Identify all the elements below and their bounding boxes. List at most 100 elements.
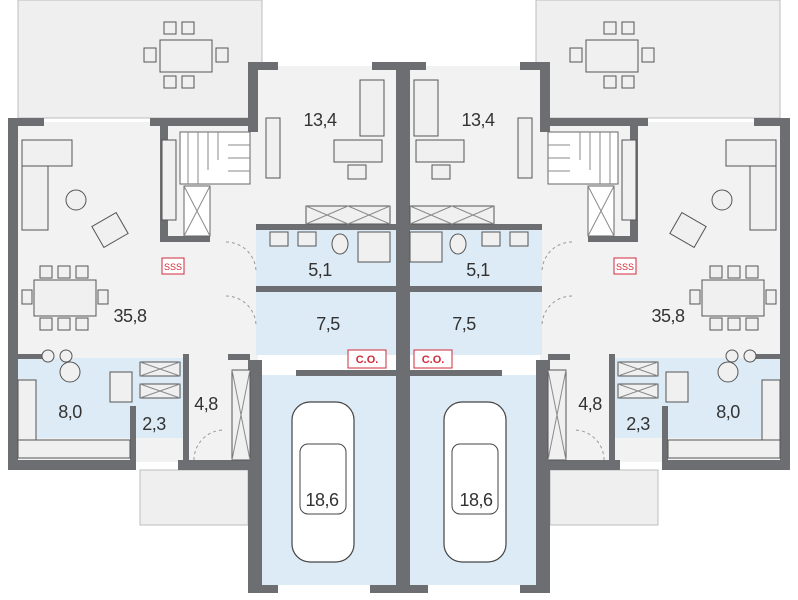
right-dining-set (689, 265, 777, 331)
left-kitchen-wall-n (18, 354, 48, 359)
right-bath-wall-n (402, 224, 542, 230)
right-entry-wardrobe (547, 369, 567, 461)
right-pantry-area: 2,3 (626, 414, 650, 434)
left-heater-symbol: SSS (164, 262, 182, 272)
left-office-furniture (265, 79, 391, 225)
right-garage-area: 18,6 (459, 490, 493, 510)
right-hall-floor (410, 290, 542, 355)
party-wall (396, 62, 410, 592)
left-hall-floor (256, 290, 396, 355)
right-wall-south-b (550, 460, 620, 470)
right-wall-office-nw (402, 62, 426, 70)
left-pantry-area: 2,3 (142, 414, 166, 434)
left-bathroom-fixtures (269, 231, 391, 263)
right-garage-wall-n (402, 370, 502, 376)
right-pantry-wall-w (609, 354, 615, 464)
left-pantry-wall-e (183, 354, 189, 464)
left-terrace-table (143, 21, 229, 89)
left-garage-wall-n (296, 370, 396, 376)
right-kitchen-area: 8,0 (716, 402, 740, 422)
left-door-swing-3 (193, 429, 225, 461)
right-unit: SSS 13,4 5,1 7,5 35,8 8,0 2,3 4,8 18,6 C… (398, 0, 790, 593)
right-entry-wall-n (548, 354, 570, 360)
left-garage-wall-s2 (370, 585, 400, 593)
right-garage-wall-s1 (520, 585, 550, 593)
right-door-swing-2 (541, 295, 573, 327)
left-wall-office-nw (248, 62, 278, 70)
left-tv-unit (161, 139, 177, 221)
left-wall-west (8, 118, 18, 468)
left-wall-south-b (178, 460, 248, 470)
right-tv-unit (621, 139, 637, 221)
left-boiler-tag: C.O. (356, 354, 379, 366)
right-garage-wall-s2 (398, 585, 428, 593)
right-terrace-table (569, 21, 655, 89)
left-heater-box (161, 257, 185, 275)
left-pantry-wall-w (130, 406, 136, 464)
right-side-table (711, 189, 733, 211)
right-kitchen-wall-n (750, 354, 780, 359)
left-car (291, 401, 355, 563)
left-boiler-tag-box (347, 349, 387, 369)
left-kitchen-units (17, 349, 181, 459)
left-front-terrace (139, 469, 249, 526)
right-wall-n (542, 118, 648, 126)
left-wall-nw (8, 118, 44, 126)
right-office-area: 13,4 (461, 110, 495, 130)
left-entry-area: 4,8 (194, 394, 218, 414)
left-sofa (21, 139, 73, 231)
right-kitchen-units (617, 349, 781, 459)
right-heater-symbol: SSS (616, 262, 634, 272)
left-hall-area: 7,5 (316, 314, 340, 334)
right-door-swing-1 (541, 241, 573, 273)
right-pantry-wall-e (662, 406, 668, 464)
left-door-swing-2 (225, 295, 257, 327)
right-sofa (725, 139, 777, 231)
right-wall-south-a (662, 460, 790, 470)
right-garage-wall-e (536, 360, 550, 592)
right-bathroom-area: 5,1 (466, 260, 490, 280)
left-bath-wall-s (256, 286, 396, 292)
left-bathroom-area: 5,1 (308, 260, 332, 280)
right-living-area: 35,8 (651, 306, 685, 326)
left-side-table (65, 189, 87, 211)
left-wall-south-a (8, 460, 136, 470)
right-boiler-tag-box (413, 349, 453, 369)
left-armchair (91, 211, 129, 249)
right-boiler-tag: C.O. (422, 354, 445, 366)
left-stair-wall-s (160, 236, 210, 242)
right-bath-wall-s (402, 286, 542, 292)
left-garage-wall-w (248, 360, 262, 592)
right-wall-office-e (540, 62, 550, 132)
right-stair-wall-s (588, 236, 638, 242)
right-hall-area: 7,5 (452, 314, 476, 334)
left-office-area: 13,4 (303, 110, 337, 130)
right-wall-office-ne (520, 62, 550, 70)
right-car (443, 401, 507, 563)
left-dining-set (21, 265, 109, 331)
left-unit: SSS 13,4 5,1 7,5 35,8 8,0 2,3 4,8 18,6 C… (8, 0, 410, 593)
right-wall-east (780, 118, 790, 468)
right-staircase (547, 131, 619, 237)
right-armchair (669, 211, 707, 249)
right-heater-box (613, 257, 637, 275)
left-staircase (179, 131, 251, 237)
left-bath-wall-n (256, 224, 396, 230)
left-garage-area: 18,6 (305, 490, 339, 510)
left-kitchen-area: 8,0 (58, 402, 82, 422)
left-garage-wall-s1 (248, 585, 278, 593)
right-bathroom-fixtures (409, 231, 529, 263)
left-entry-wardrobe (231, 369, 251, 461)
right-door-swing-3 (573, 429, 605, 461)
right-office-furniture (409, 79, 533, 225)
left-door-swing-1 (225, 241, 257, 273)
left-wall-office-w (248, 62, 258, 132)
left-wall-n (150, 118, 256, 126)
right-wall-ne (754, 118, 790, 126)
left-entry-wall-n (228, 354, 250, 360)
left-living-area: 35,8 (113, 306, 147, 326)
right-front-terrace (549, 469, 659, 526)
right-entry-area: 4,8 (578, 394, 602, 414)
left-wall-office-ne (372, 62, 396, 70)
